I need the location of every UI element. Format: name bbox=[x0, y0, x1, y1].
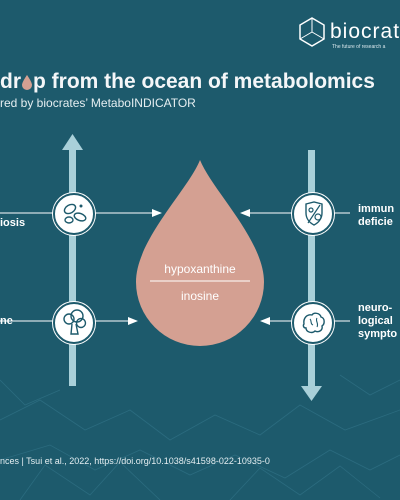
left-circle-top bbox=[53, 193, 95, 235]
bacteria-icon bbox=[63, 203, 87, 224]
brand-logo-text[interactable]: biocrat bbox=[330, 20, 400, 43]
citation-footer[interactable]: nces | Tsui et al., 2022, https://doi.or… bbox=[0, 456, 270, 466]
down-arrow-head bbox=[301, 386, 322, 401]
right-label-top-line1: immun bbox=[358, 203, 395, 215]
right-circle-top bbox=[292, 193, 334, 235]
right-label-top: immun deficie bbox=[358, 203, 394, 229]
right-label-bottom-line1: neuro- bbox=[358, 302, 393, 314]
right-label-bottom: neuro- logical sympto bbox=[358, 302, 397, 341]
left-label-bottom: ne bbox=[0, 315, 13, 327]
ratio-denominator: inosine bbox=[180, 289, 220, 303]
title-prefix: dr bbox=[0, 70, 21, 93]
arrow-head-right-top bbox=[240, 209, 250, 217]
title-suffix: p from the ocean of metabolomics bbox=[33, 70, 375, 93]
left-vertical-bar bbox=[69, 150, 76, 386]
shield-virus-icon bbox=[305, 201, 323, 226]
arrow-head-left-top bbox=[152, 209, 162, 217]
left-circle-bottom bbox=[53, 302, 95, 344]
up-arrow-head bbox=[62, 134, 83, 150]
page-title: dr p from the ocean of metabolomics bbox=[0, 70, 375, 94]
right-label-bottom-line3: sympto bbox=[358, 328, 398, 340]
left-label-top: iosis bbox=[0, 217, 26, 229]
arrow-head-right-bottom bbox=[260, 317, 270, 325]
droplet-icon bbox=[22, 75, 32, 90]
ratio-numerator: hypoxanthine bbox=[164, 262, 236, 276]
right-vertical-bar bbox=[308, 150, 315, 386]
arrow-head-left-bottom bbox=[128, 317, 138, 325]
hexagon-network-icon bbox=[299, 17, 325, 47]
broccoli-icon bbox=[63, 309, 87, 335]
brand-tagline: The future of research a bbox=[332, 44, 386, 50]
metabolite-drop bbox=[136, 160, 264, 346]
right-circle-bottom bbox=[292, 302, 334, 344]
right-label-top-line2: deficie bbox=[358, 216, 393, 228]
brain-icon bbox=[302, 312, 325, 334]
page-subtitle: red by biocrates’ MetaboINDICATOR bbox=[0, 96, 196, 110]
right-label-bottom-line2: logical bbox=[358, 315, 393, 327]
